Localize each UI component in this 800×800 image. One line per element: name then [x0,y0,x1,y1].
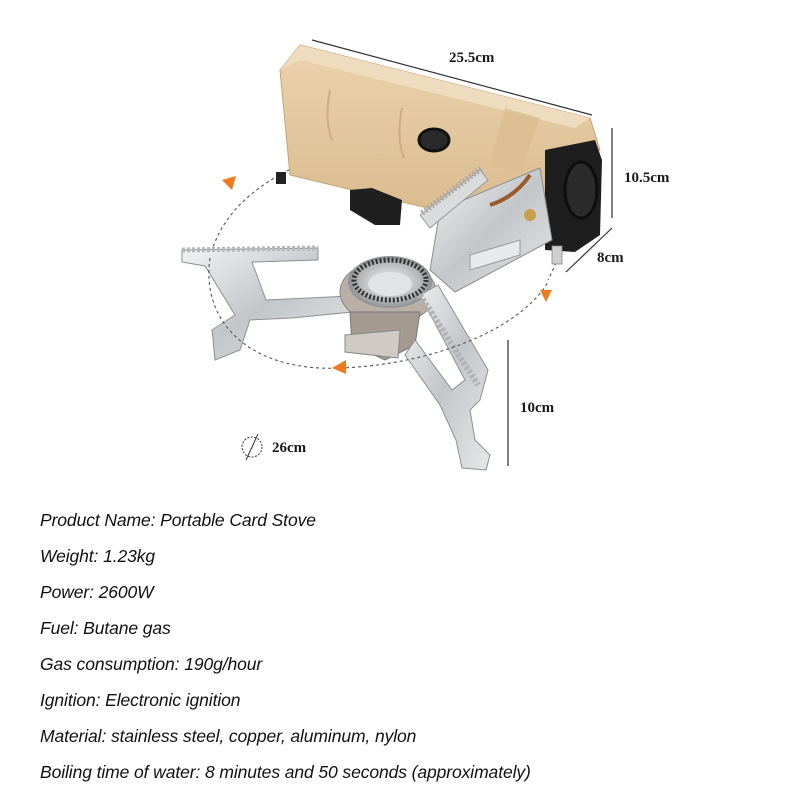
right-pot-support [404,284,491,471]
spec-power: Power: 2600W [40,582,154,602]
spec-weight: Weight: 1.23kg [40,546,156,566]
spec-gas-consumption: Gas consumption: 190g/hour [40,654,263,674]
depth-label: 8cm [597,250,624,266]
product-figure: 25.5cm 10.5cm 8cm 10cm 26cm [181,39,670,471]
diameter-icon [241,433,263,461]
burner-head [339,256,437,361]
regulator-block [545,140,602,265]
spec-material: Material: stainless steel, copper, alumi… [40,726,417,746]
spec-fuel: Fuel: Butane gas [40,618,171,638]
depth-dimension-line [565,227,613,273]
length-dimension-line [311,39,593,116]
left-pot-support [181,245,353,361]
rotation-arrow-icon [222,176,236,190]
spec-ignition: Ignition: Electronic ignition [40,690,241,710]
height-label: 10.5cm [624,170,670,186]
leg-height-label: 10cm [520,400,555,416]
rotation-arrow-icon [540,290,552,302]
length-label: 25.5cm [449,50,495,66]
stove-illustration [181,39,613,471]
rotation-arrow-icon [332,360,346,374]
spec-product-name: Product Name: Portable Card Stove [40,510,316,530]
diameter-label: 26cm [272,440,307,456]
spec-boiling-time: Boiling time of water: 8 minutes and 50 … [40,762,531,782]
valve-mechanism [419,165,553,293]
spec-list: Product Name: Portable Card Stove Weight… [40,506,780,794]
